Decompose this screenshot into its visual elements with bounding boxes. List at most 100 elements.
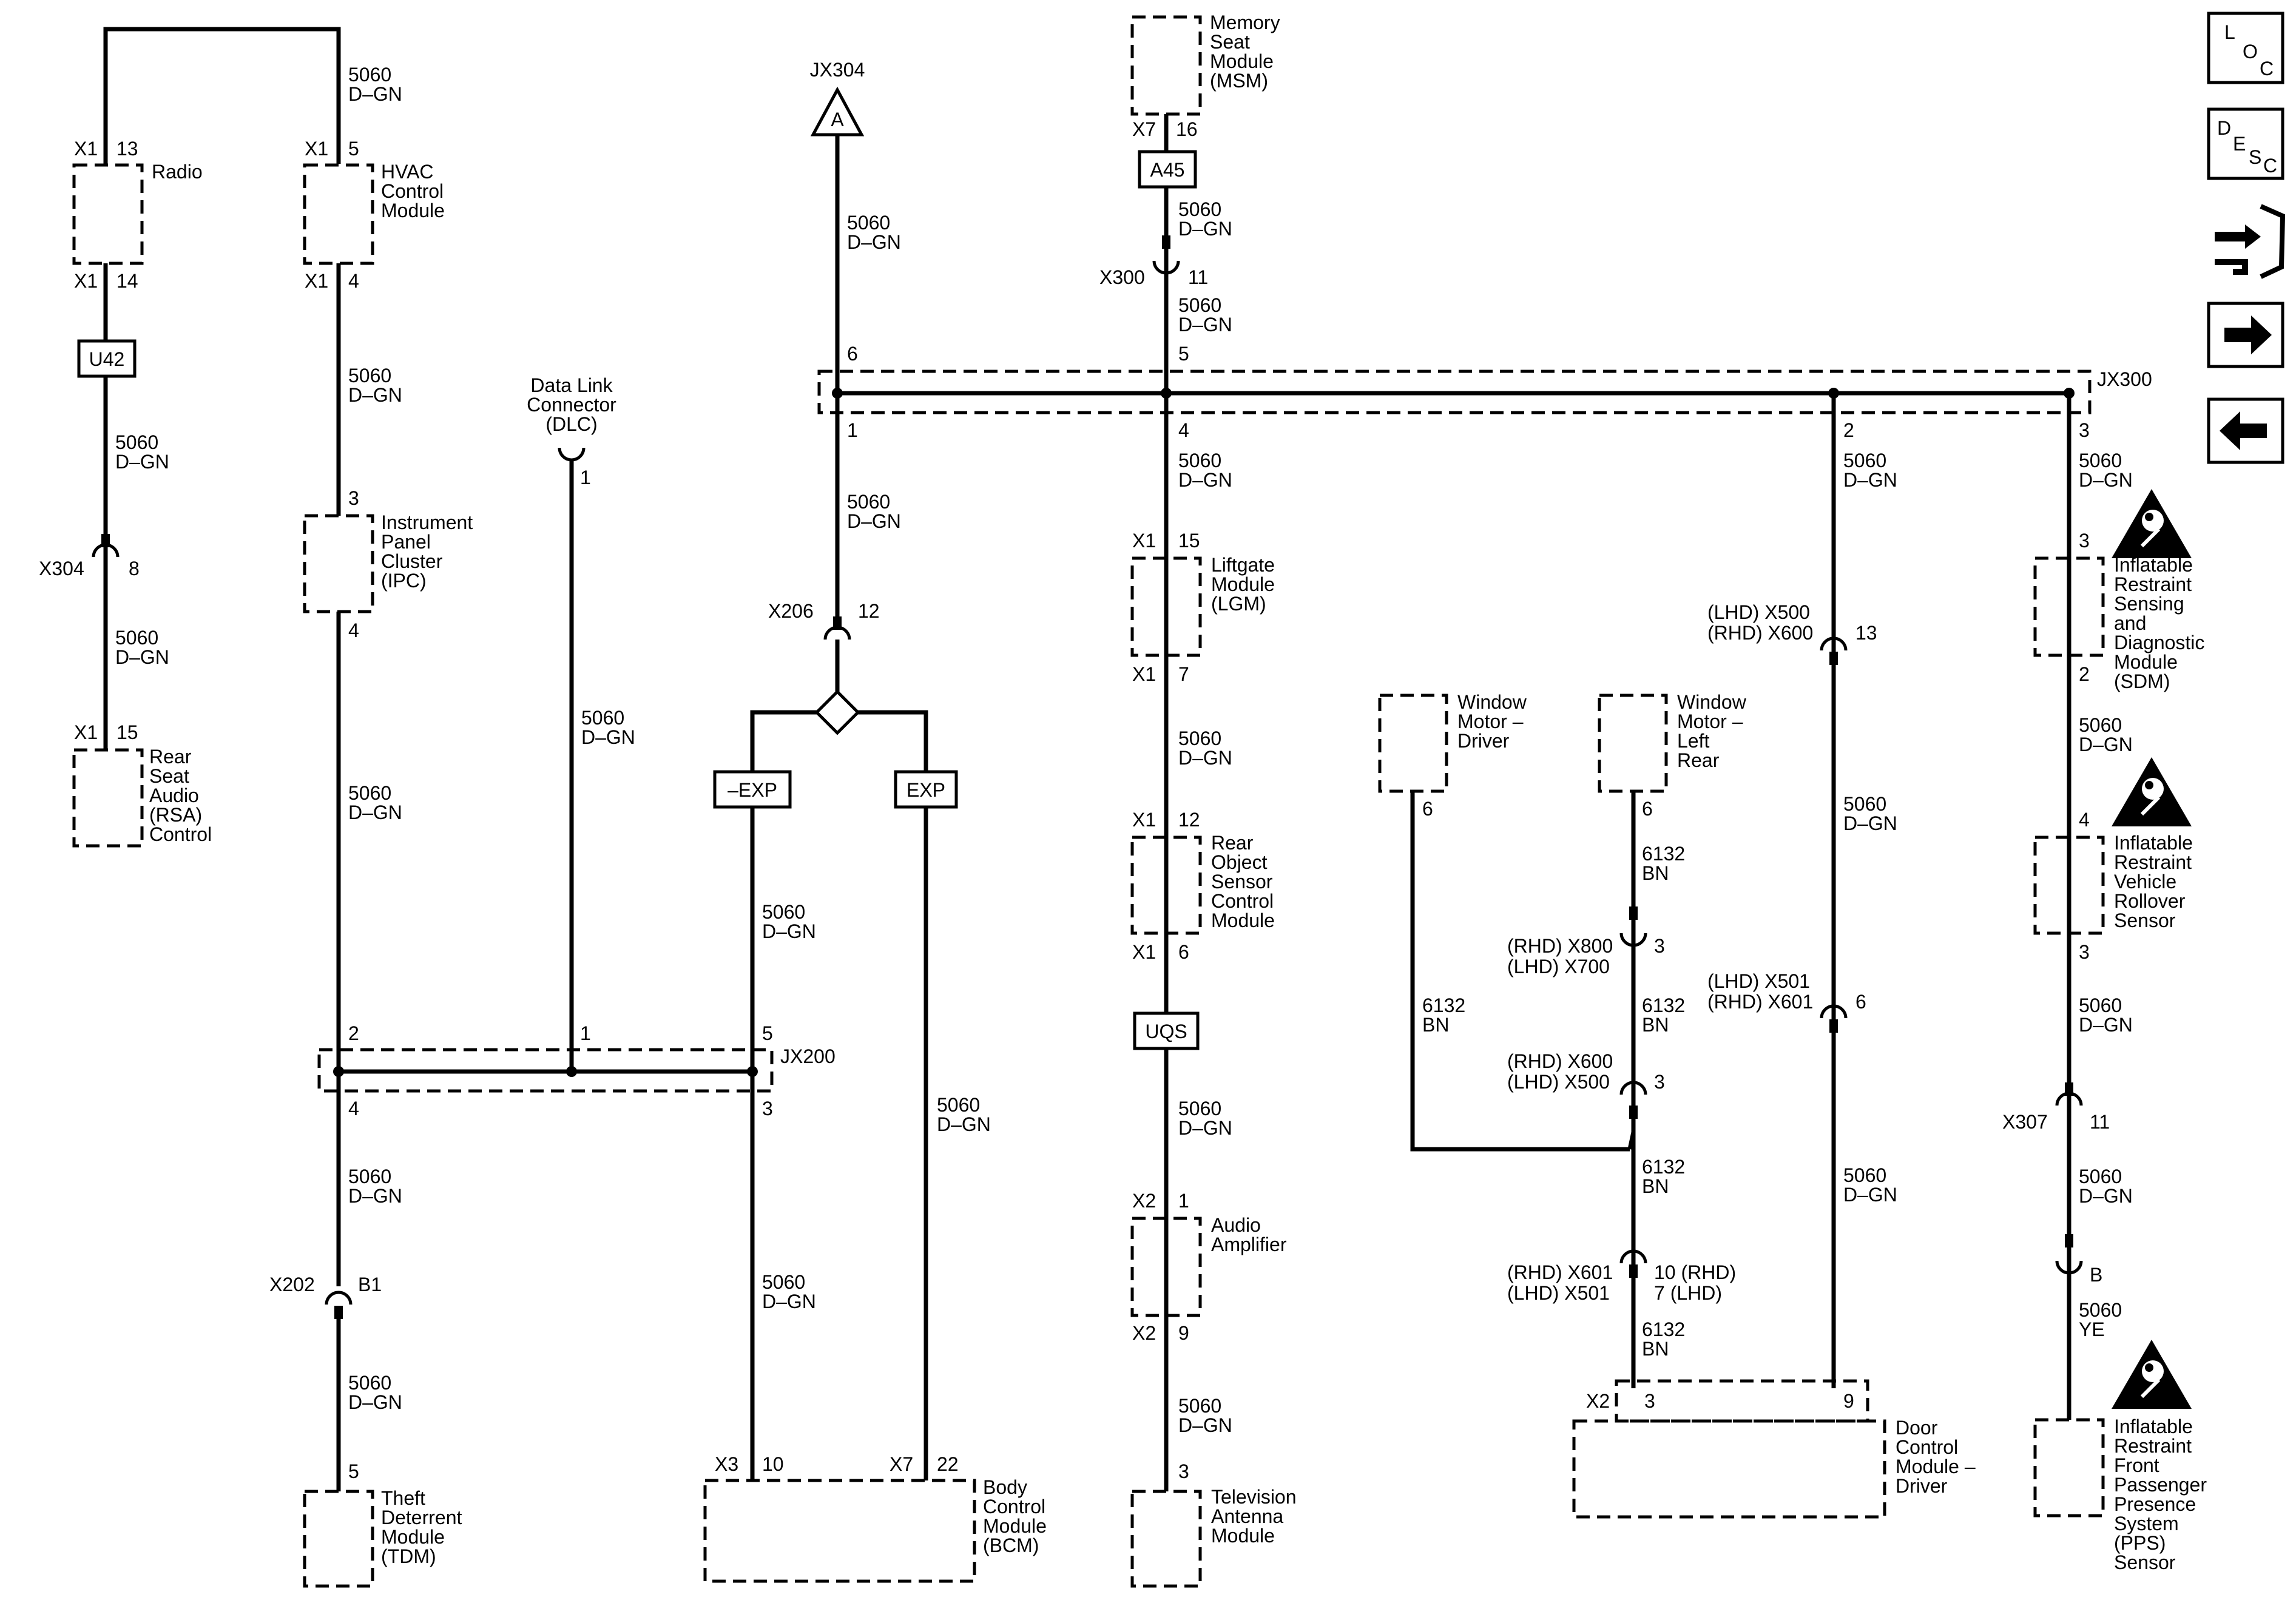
rsa-label-5: Control [149,823,212,845]
tv-label-2: Antenna [1211,1505,1283,1527]
wire-color: D–GN [348,83,402,105]
pin-3: 3 [2079,941,2090,963]
wire-color: D–GN [115,646,169,668]
wire-circuit: 5060 [847,491,890,513]
wire-color: D–GN [1178,469,1232,491]
connector-x500-lhd: (LHD) X500 [1707,601,1810,623]
connector-x1: X1 [74,270,98,292]
pin-16: 16 [1176,118,1198,140]
option-a45: A45 [1150,159,1185,181]
wire-circuit: 5060 [762,1271,805,1293]
connector-tool-icon[interactable] [2215,204,2286,279]
wire-circuit: 5060 [937,1094,980,1116]
option-uqs: UQS [1145,1021,1187,1042]
connector-x202: X202 [269,1274,315,1295]
wire-circuit: 5060 [1178,1098,1221,1119]
wire-circuit: 5060 [348,1372,391,1394]
pin-12: 12 [1178,809,1200,831]
connector-x601-symbol [1619,1249,1647,1264]
option-exp: EXP [907,779,945,801]
wire-circuit: 5060 [115,431,158,453]
connector-x501-lhd: (LHD) X501 [1707,970,1810,992]
sdm-label-2: Restraint [2114,573,2192,595]
airbag-warning-icon [2112,489,2192,558]
msm-module [1130,15,1202,116]
wire-color: D–GN [1178,314,1232,336]
pin-5: 5 [348,138,359,160]
rollover-module [2033,836,2105,935]
connector-x307: X307 [2002,1111,2048,1133]
svg-text:L: L [2224,21,2235,43]
msm-label-2: Seat [1210,31,1250,53]
pin-5: 5 [1178,343,1189,365]
pps-module [2033,1418,2105,1517]
ipc-label-4: (IPC) [381,570,427,592]
window-motor-driver-module [1378,694,1448,793]
win-lr-label-1: Window [1677,691,1747,713]
connector-x300-pin [1162,235,1170,249]
wire-color-ye: YE [2079,1318,2105,1340]
wire-circuit: 5060 [847,212,890,234]
pin-22: 22 [937,1453,959,1475]
connector-x1: X1 [1132,663,1156,685]
dlc-label-3: (DLC) [545,413,597,435]
pin-13: 13 [1855,622,1877,644]
branch-wire [858,710,928,789]
wire-color: D–GN [1843,1184,1897,1206]
wire-color: D–GN [1178,1414,1232,1436]
connector-x7: X7 [890,1453,913,1475]
connector-x500-symbol [1820,636,1848,651]
sdm-label-5: Diagnostic [2114,632,2204,653]
pin-6: 6 [1642,798,1653,820]
back-arrow-icon[interactable] [2207,397,2284,464]
radio-module [72,163,144,265]
rollover-label-2: Restraint [2114,851,2192,873]
rsa-module [72,748,144,848]
svg-text:E: E [2233,133,2246,155]
wire-color: D–GN [2079,1014,2133,1036]
wire-circuit-bn: 6132 [1642,843,1685,865]
pin-4: 4 [348,270,359,292]
wire-circuit-bn: 6132 [1642,1156,1685,1178]
wire-circuit: 5060 [2079,714,2122,736]
tv-label-3: Module [1211,1525,1275,1547]
pin-1: 1 [1178,1190,1189,1212]
pin-4: 4 [2079,809,2090,831]
connector-x3: X3 [715,1453,738,1475]
option-a45-box [1138,150,1197,189]
jx200-label: JX200 [780,1045,836,1067]
connector-x304: X304 [39,558,84,579]
dcm-label-2: Control [1896,1436,1958,1458]
wire-color: D–GN [1843,812,1897,834]
ipc-label-3: Cluster [381,550,443,572]
wire-circuit: 5060 [348,1166,391,1187]
wire-color: D–GN [1178,218,1232,240]
sdm-label-6: Module [2114,651,2178,673]
splice-node [832,388,843,399]
wire-circuit: 5060 [2079,1299,2122,1321]
connector-x601-rhd: (RHD) X601 [1707,991,1813,1013]
connector-pin [2065,1082,2073,1096]
pin-1: 1 [580,1022,591,1044]
pin-3: 3 [1654,935,1665,957]
desc-icon[interactable]: D E S C [2207,107,2284,180]
wire-circuit: 5060 [115,627,158,649]
rollover-label-5: Sensor [2114,910,2176,931]
loc-icon[interactable]: L O C [2207,12,2284,84]
amp-module [1130,1217,1202,1317]
pin-11: 11 [2090,1111,2110,1133]
next-arrow-icon[interactable] [2207,302,2284,368]
lgm-label-1: Liftgate [1211,554,1275,576]
connector-x202-symbol [325,1291,353,1305]
wire-color: D–GN [348,1391,402,1413]
pin-4: 4 [1178,419,1189,441]
pps-label-3: Front [2114,1454,2159,1476]
splice-node [1161,388,1172,399]
connector-x501-symbol [1820,1004,1848,1019]
pps-label-1: Inflatable [2114,1416,2193,1437]
rollover-label-1: Inflatable [2114,832,2193,854]
wire-circuit-bn: 6132 [1642,994,1685,1016]
wire-circuit-bn: 6132 [1642,1318,1685,1340]
tv-label-1: Television [1211,1486,1297,1508]
wire-circuit: 5060 [1178,450,1221,471]
